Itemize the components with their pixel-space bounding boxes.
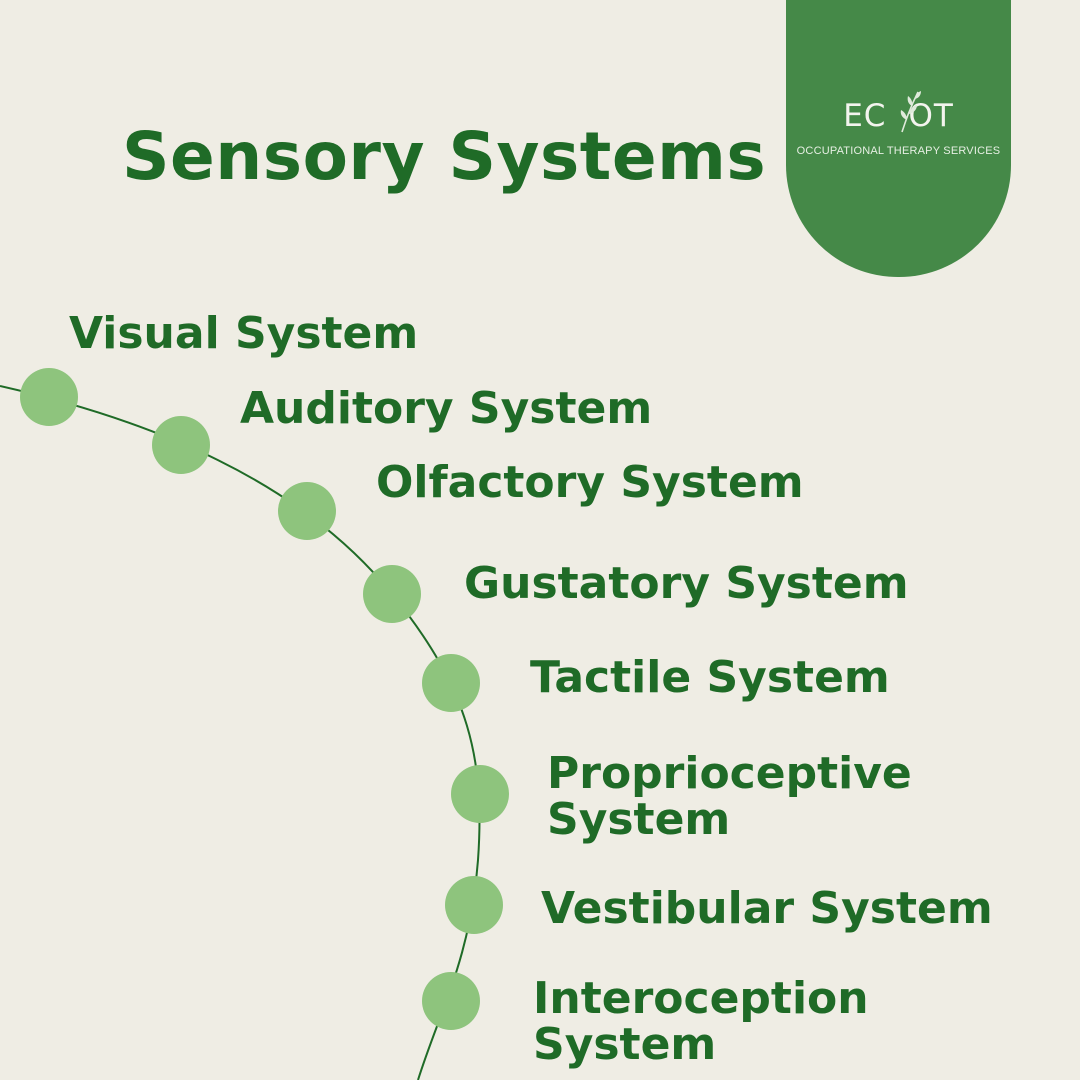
system-label-line1: Tactile System: [530, 652, 890, 703]
timeline-dot: [20, 368, 78, 426]
system-label-line1: Vestibular System: [541, 883, 993, 934]
system-label: Auditory System: [240, 386, 652, 432]
logo-badge: EC OT OCCUPATIONAL THERAPY SERVICES: [786, 0, 1011, 277]
timeline-dot: [422, 654, 480, 712]
system-label: Gustatory System: [464, 561, 909, 607]
system-label: Visual System: [69, 311, 418, 357]
system-label: Vestibular System: [541, 886, 993, 932]
timeline-dot: [278, 482, 336, 540]
system-label-line1: Proprioceptive: [547, 748, 912, 799]
system-label: Olfactory System: [376, 460, 804, 506]
leaf-sprig-icon: [900, 91, 921, 133]
system-label-line2: System: [547, 794, 731, 845]
logo-mark-left: EC: [843, 98, 887, 134]
logo-wordmark: EC OT: [786, 98, 1011, 134]
page-title: Sensory Systems: [122, 118, 767, 195]
timeline-dot: [451, 765, 509, 823]
timeline-dot: [445, 876, 503, 934]
system-label-line2: System: [533, 1019, 717, 1070]
system-label-line1: Visual System: [69, 308, 419, 359]
timeline-dot: [363, 565, 421, 623]
system-label-line1: Interoception: [533, 973, 869, 1024]
timeline-dot: [422, 972, 480, 1030]
timeline-dot: [152, 416, 210, 474]
system-label: Tactile System: [530, 655, 890, 701]
logo-mark-right: OT: [908, 98, 954, 134]
system-label-line1: Olfactory System: [376, 457, 804, 508]
system-label-line1: Gustatory System: [464, 558, 909, 609]
logo-subtitle: OCCUPATIONAL THERAPY SERVICES: [796, 145, 1001, 157]
system-label-line1: Auditory System: [240, 383, 653, 434]
